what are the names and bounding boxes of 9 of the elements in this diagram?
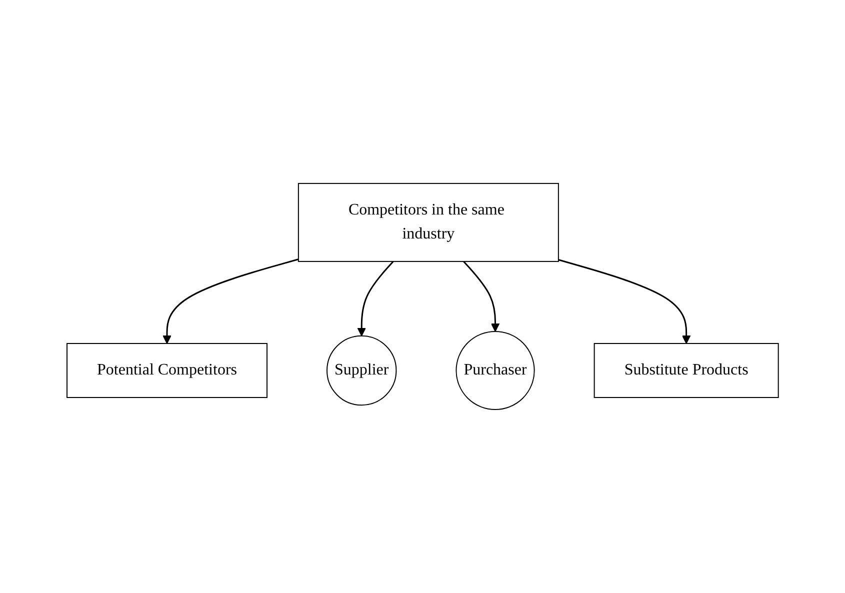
node-box: Substitute Products xyxy=(594,343,779,398)
node-circle: Purchaser xyxy=(456,330,535,410)
arrow xyxy=(162,258,298,344)
node-box: Potential Competitors xyxy=(66,343,268,398)
arrow xyxy=(558,259,691,344)
arrow xyxy=(462,260,500,332)
arrow xyxy=(357,260,394,336)
node-circle: Supplier xyxy=(326,335,397,406)
node-box: Competitors in the same industry xyxy=(298,182,559,262)
